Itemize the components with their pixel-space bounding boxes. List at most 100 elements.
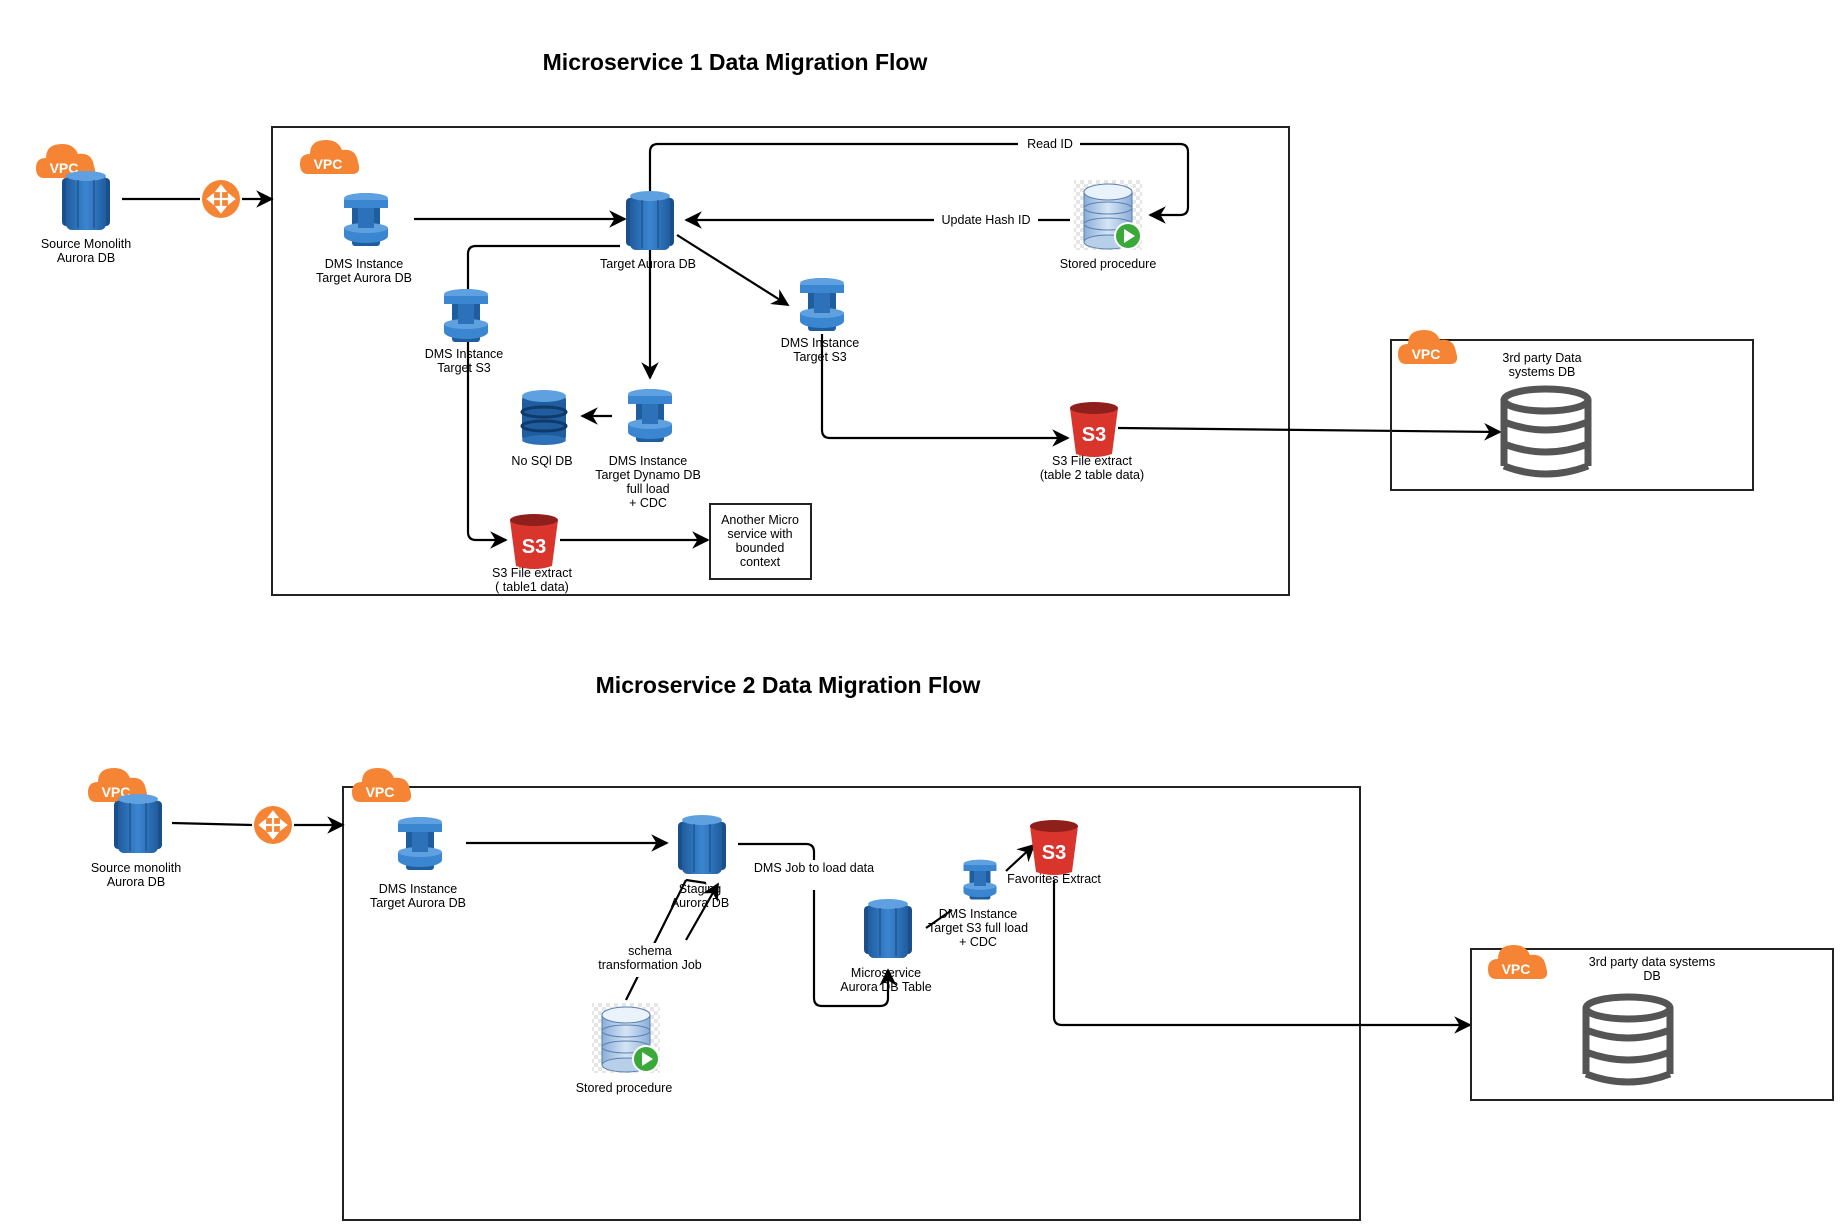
dms-icon [398,817,442,870]
flow1-inner-vpc: VPC [300,140,360,174]
svg-text:+ CDC: + CDC [959,935,997,949]
svg-text:Target Dynamo DB: Target Dynamo DB [595,468,701,482]
svg-text:DMS Instance: DMS Instance [379,882,458,896]
svg-text:3rd party data systems: 3rd party data systems [1589,955,1715,969]
database-icon [1504,389,1588,474]
svg-text:( table1 data): ( table1 data) [495,580,569,594]
dms-job-label: DMS Job to load data [754,861,874,875]
svg-text:Stored procedure: Stored procedure [1060,257,1157,271]
flow1-dms-dynamo: DMS Instance Target Dynamo DB full load … [595,389,701,510]
svg-text:3rd party Data: 3rd party Data [1502,351,1581,365]
svg-text:service with: service with [727,527,792,541]
svg-text:Source monolith: Source monolith [91,861,181,875]
svg-text:Favorites Extract: Favorites Extract [1007,872,1101,886]
svg-text:DMS Instance: DMS Instance [939,907,1018,921]
flow2-source-node: VPC Source monolith Aurora DB [88,768,181,889]
update-hash-id-label: Update Hash ID [942,213,1031,227]
aurora-db-icon [677,814,727,875]
aurora-db-icon [61,170,111,231]
svg-text:DB: DB [1643,969,1660,983]
svg-text:bounded: bounded [736,541,785,555]
edge-s3-to-third-party [1117,423,1502,441]
svg-text:Staging: Staging [679,882,721,896]
flow2-favorites-s3: S3 Favorites Extract [1007,820,1101,886]
svg-text:Aurora DB: Aurora DB [107,875,165,889]
schema-job-label-2: transformation Job [598,958,702,972]
aurora-db-icon [113,793,163,854]
svg-text:Another Micro: Another Micro [721,513,799,527]
database-icon [1586,997,1670,1082]
svg-text:VPC: VPC [1412,346,1441,362]
svg-text:systems DB: systems DB [1509,365,1576,379]
svg-text:(table 2 table data): (table 2 table data) [1040,468,1144,482]
svg-text:DMS Instance: DMS Instance [325,257,404,271]
flow1-dms-s3-left: DMS Instance Target S3 [425,289,504,375]
svg-text:Target Aurora DB: Target Aurora DB [370,896,466,910]
stored-procedure-icon [1073,179,1143,251]
svg-text:Aurora DB: Aurora DB [671,896,729,910]
flow1-source-node: VPC Source Monolith Aurora DB [36,144,131,265]
edge-dms-s3-right-to-s3 [820,334,1070,447]
svg-text:VPC: VPC [1502,961,1531,977]
edge-target-to-dms-s3-right [676,234,790,306]
svg-text:S3: S3 [522,536,546,558]
svg-text:full load: full load [626,482,669,496]
flow2-microservice-aurora: Microservice Aurora DB Table [840,898,932,994]
svg-text:Aurora DB Table: Aurora DB Table [840,980,932,994]
svg-text:Target S3: Target S3 [793,350,847,364]
svg-text:S3: S3 [1042,842,1066,864]
aurora-db-icon [863,898,913,959]
flow2-dms-target-aurora: DMS Instance Target Aurora DB [370,817,466,910]
dms-icon [800,278,844,331]
svg-text:S3 File extract: S3 File extract [492,566,572,580]
flow2-staging-aurora: Staging Aurora DB [671,814,729,910]
router-icon [200,178,242,220]
svg-text:Source Monolith: Source Monolith [41,237,131,251]
schema-job-label: schema [628,944,672,958]
flow1-third-party: VPC 3rd party Data systems DB [1390,330,1754,491]
dms-icon [628,389,672,442]
flow1-vpc-frame [271,126,1290,596]
svg-text:Target S3 full load: Target S3 full load [928,921,1028,935]
flow1-dms-s3-right: DMS Instance Target S3 [781,278,860,364]
flow1-dms-target-aurora: DMS Instance Target Aurora DB [316,193,412,285]
edge-read-id [648,142,1190,224]
svg-text:DMS Instance: DMS Instance [609,454,688,468]
dms-icon [444,289,488,342]
svg-text:Microservice: Microservice [851,966,921,980]
flow1-nosql: No SQl DB [511,388,573,468]
svg-text:Stored procedure: Stored procedure [576,1081,673,1095]
edge-target-to-s3-left [466,244,620,549]
svg-text:+ CDC: + CDC [629,496,667,510]
flow2-vpc-frame [342,786,1361,1221]
flow2-edges [171,816,1472,1034]
svg-text:No SQl DB: No SQl DB [511,454,572,468]
flow1-title: Microservice 1 Data Migration Flow [543,49,928,75]
svg-text:S3: S3 [1082,424,1106,446]
aurora-db-icon [625,190,675,251]
svg-text:context: context [740,555,781,569]
svg-text:Target Aurora DB: Target Aurora DB [316,271,412,285]
svg-text:VPC: VPC [366,784,395,800]
flow1-target-aurora: Target Aurora DB [600,190,696,271]
flow2-dms-s3: DMS Instance Target S3 full load + CDC [928,859,1028,949]
svg-text:Target S3: Target S3 [437,361,491,375]
svg-text:DMS Instance: DMS Instance [425,347,504,361]
svg-text:Aurora DB: Aurora DB [57,251,115,265]
stored-procedure-icon [591,1002,661,1074]
read-id-label: Read ID [1027,137,1073,151]
flow2-title: Microservice 2 Data Migration Flow [596,672,981,698]
svg-text:VPC: VPC [314,156,343,172]
flow1-s3-table1: S3 S3 File extract ( table1 data) [492,514,572,594]
svg-text:S3 File extract: S3 File extract [1052,454,1132,468]
dms-icon [344,193,388,246]
svg-text:DMS Instance: DMS Instance [781,336,860,350]
vpc-icon-text: VPC [50,160,79,176]
flow2-inner-vpc: VPC [352,768,412,802]
svg-text:Target Aurora DB: Target Aurora DB [600,257,696,271]
flow2-third-party: VPC 3rd party data systems DB [1470,945,1834,1101]
dms-icon [963,859,997,900]
flow1-stored-procedure: Stored procedure [1060,179,1157,271]
router-icon [252,804,294,846]
